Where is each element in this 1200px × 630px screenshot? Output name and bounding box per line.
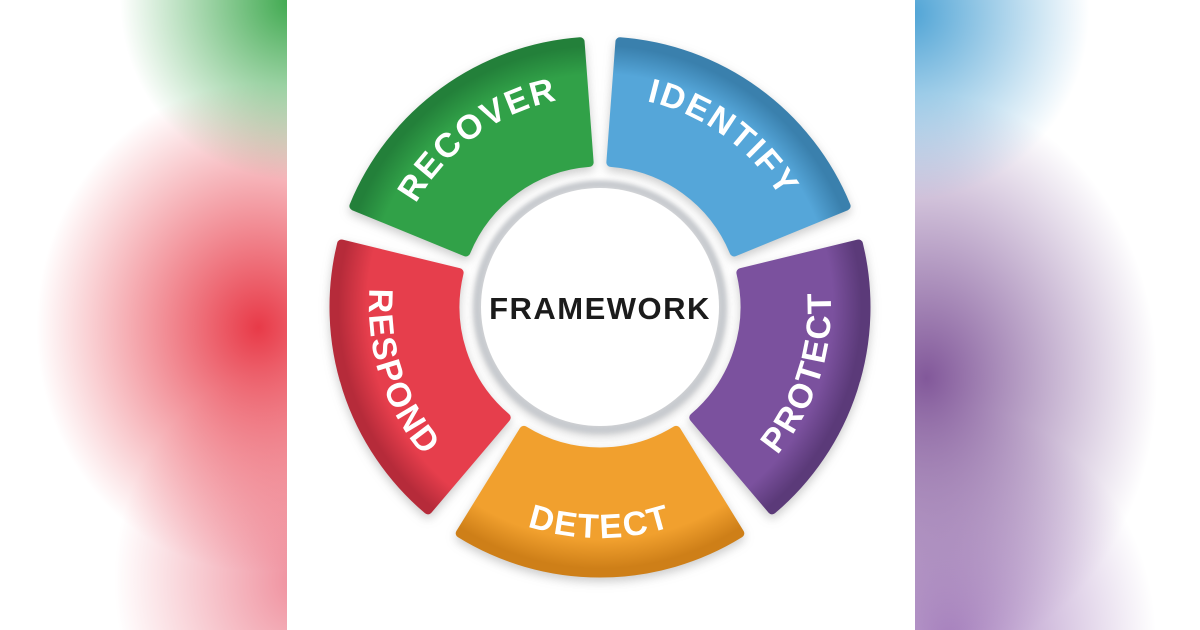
segment-detect <box>455 425 745 578</box>
center-ring-shadow <box>473 180 727 434</box>
segment-respond <box>329 239 511 515</box>
segment-protect <box>689 239 871 515</box>
left-blur-background <box>0 0 287 630</box>
center-circle: FRAMEWORK <box>473 180 727 434</box>
segment-identify <box>606 37 851 257</box>
center-disc <box>481 188 719 426</box>
right-blur-background <box>915 0 1200 630</box>
center-label: FRAMEWORK <box>489 291 711 326</box>
segment-recover <box>349 37 594 257</box>
